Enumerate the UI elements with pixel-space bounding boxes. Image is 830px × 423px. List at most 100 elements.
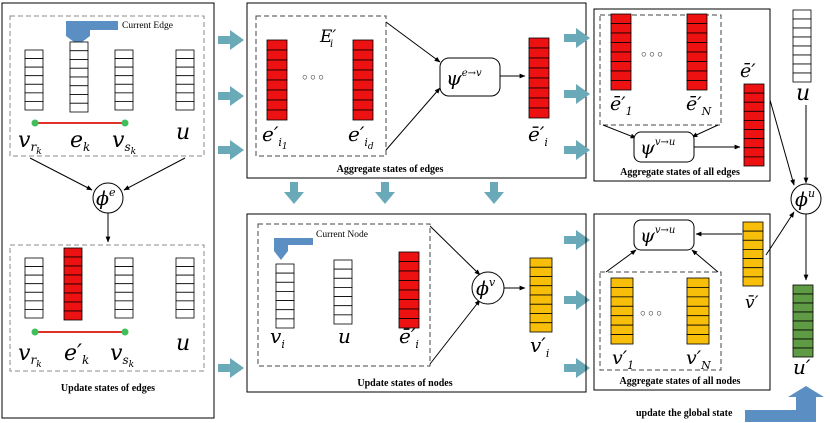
label-v-prime-N: v′N — [686, 347, 711, 372]
vector-v-bar-global — [742, 221, 764, 287]
phi-u-label: ϕu — [795, 187, 815, 211]
all-edges-dashed-box — [599, 14, 722, 126]
vector-u-nodes — [333, 259, 353, 325]
teal-arrows-p2 — [284, 28, 590, 378]
node-dashed-box — [257, 223, 431, 367]
dots-all-edges: ○ ○ ○ — [641, 50, 663, 60]
vector-u-top — [175, 49, 195, 111]
label-u-bottom: u — [176, 331, 190, 356]
label-u-prime: u′ — [793, 355, 811, 379]
vector-e-bar-i — [528, 37, 550, 119]
vector-e-id — [352, 39, 374, 121]
node-dot-right-top — [121, 119, 129, 127]
vector-e-k-top — [69, 41, 89, 113]
label-v-sk-bottom: vsk — [110, 341, 134, 370]
phi-v-label: ϕv — [476, 276, 496, 300]
label-e-id: e′id — [348, 122, 374, 152]
dots-edges: ○ ○ ○ — [302, 73, 324, 83]
update-global-arrow-icon — [745, 386, 824, 422]
teal-arrow-down-1 — [284, 182, 304, 204]
psi-v-u-edges-label: ψv→u — [640, 137, 675, 159]
vector-e-bar-i-nodes — [398, 251, 420, 329]
teal-arrow-3 — [218, 140, 244, 160]
current-node-label: Current Node — [316, 230, 368, 240]
vector-u-prime — [792, 284, 814, 358]
teal-arrow-2 — [218, 86, 244, 106]
vector-v-sk-bottom — [114, 257, 134, 319]
phi-e-label: ϕe — [96, 186, 116, 210]
node-dot-right-bottom — [121, 328, 129, 336]
label-e-k-updated: e′k — [64, 341, 89, 367]
vector-v-prime-1 — [610, 277, 634, 345]
teal-arrows-p1-p2 — [218, 30, 244, 378]
panel-aggregate-edges: E′i ○ ○ ○ e′i1 e′id ψe→v ē′i Aggregate s… — [246, 2, 587, 179]
label-u-global: u — [796, 81, 810, 106]
teal-arrow-9 — [564, 290, 590, 310]
panel-update-nodes: Current Node vi u ē′i ϕv v′i Update stat… — [246, 213, 587, 393]
label-u-top: u — [176, 120, 190, 145]
vector-v-rk-top — [24, 49, 44, 111]
label-v-bar-global: v̄′ — [745, 293, 759, 313]
current-edge-arrow-icon — [66, 21, 118, 45]
psi-v-u-nodes-label: ψv→u — [640, 225, 675, 247]
label-e-bar-global: ē′ — [740, 60, 756, 82]
label-v-prime-1: v′1 — [612, 347, 634, 372]
caption-aggregate-all-nodes: Aggregate states of all nodes — [620, 376, 741, 387]
all-nodes-dashed-box — [599, 271, 722, 371]
dots-all-nodes: ○ ○ ○ — [640, 309, 662, 319]
label-v-rk-bottom: vrk — [18, 341, 42, 370]
vector-v-i — [275, 263, 295, 329]
node-dot-left-top — [31, 119, 39, 127]
label-e-k-top: ek — [70, 128, 90, 154]
vector-u-bottom — [175, 257, 195, 319]
label-edge-set: E′i — [319, 27, 336, 50]
label-e-bar-i-nodes: ē′i — [399, 324, 419, 351]
vector-u-global — [792, 9, 812, 83]
label-v-prime-i: v′i — [530, 333, 549, 360]
updated-edge-dashed-box — [9, 244, 205, 372]
update-global-label: update the global state — [636, 408, 733, 419]
teal-arrow-1 — [218, 30, 244, 50]
psi-e-v-label: ψe→v — [446, 66, 482, 90]
caption-aggregate-all-edges: Aggregate states of all edges — [620, 167, 740, 178]
teal-arrow-10 — [564, 358, 590, 378]
vector-v-sk-top — [114, 49, 134, 111]
label-e-bar-N: ē′N — [686, 93, 712, 118]
teal-arrow-4 — [218, 358, 244, 378]
teal-arrow-6 — [564, 84, 590, 104]
current-node-arrow-icon — [274, 238, 313, 260]
label-v-i: vi — [270, 324, 285, 351]
panel-update-edges: Current Edge vrk ek vsk u ϕe vrk e′k vsk… — [1, 2, 215, 419]
current-edge-label: Current Edge — [122, 21, 173, 31]
vector-e-bar-N — [686, 13, 708, 91]
caption-update-edges: Update states of edges — [61, 383, 155, 394]
teal-arrow-down-2 — [375, 182, 395, 204]
vector-e-bar-global — [743, 83, 765, 167]
label-e-bar-1: ē′1 — [610, 93, 633, 118]
caption-aggregate-edges: Aggregate states of edges — [337, 164, 444, 175]
label-v-rk-top: vrk — [18, 128, 42, 157]
vector-e-bar-1 — [610, 13, 632, 91]
vector-v-prime-N — [686, 277, 710, 345]
node-dot-left-bottom — [31, 328, 39, 336]
vector-e-i1 — [266, 39, 288, 121]
vector-e-k-updated — [63, 247, 83, 321]
label-u-nodes: u — [338, 324, 351, 348]
caption-update-nodes: Update states of nodes — [357, 378, 452, 389]
label-e-i1: e′i1 — [262, 122, 288, 152]
panel-aggregate-all-nodes: ○ ○ ○ v′1 v′N ψv→u v̄′ Aggregate states … — [593, 213, 771, 391]
global-state-group: u ϕu u′ update the global state — [636, 9, 824, 422]
teal-arrow-8 — [564, 230, 590, 250]
vector-v-prime-i — [529, 257, 553, 333]
teal-arrow-7 — [564, 140, 590, 160]
psi-e-v-node — [439, 57, 501, 97]
panel-aggregate-all-edges: ○ ○ ○ ē′1 ē′N ψv→u ē′ Aggregate states o… — [593, 8, 771, 182]
psi-v-u-nodes-node — [633, 219, 695, 251]
teal-arrow-5 — [564, 28, 590, 48]
edge-set-dashed-box — [255, 15, 387, 157]
label-e-bar-i: ē′i — [528, 122, 548, 149]
current-edge-dashed-box — [9, 15, 205, 157]
label-v-sk-top: vsk — [112, 128, 136, 157]
teal-arrow-down-3 — [484, 182, 504, 204]
